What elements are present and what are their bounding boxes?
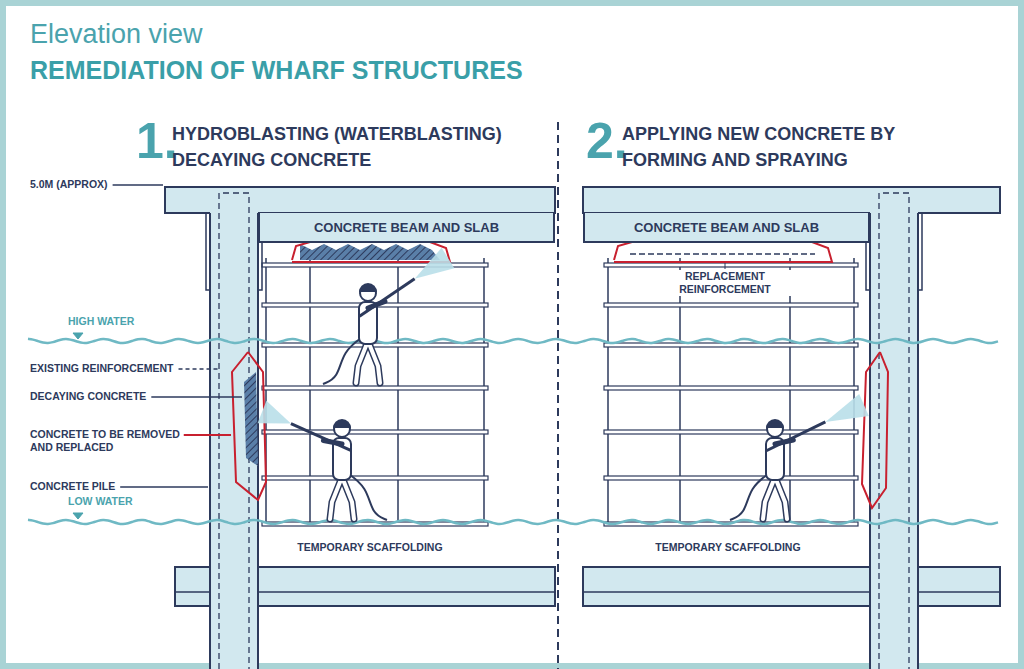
scaffold-plank xyxy=(604,386,858,390)
scaffold-label: TEMPORARY SCAFFOLDING xyxy=(628,541,828,554)
panel-divider xyxy=(557,122,559,669)
beam-edge xyxy=(583,591,1000,593)
worker-helmet xyxy=(333,419,351,428)
concrete-pile xyxy=(870,212,918,669)
deck-slab xyxy=(583,187,1000,213)
subtitle: Elevation view xyxy=(30,18,330,52)
water-line xyxy=(28,339,998,343)
scaffold-plank xyxy=(262,476,488,480)
leader-line xyxy=(151,396,242,398)
pile-cap xyxy=(206,213,210,290)
bottom-beam xyxy=(583,567,1000,606)
worker-leg xyxy=(356,341,368,383)
scaffold-post xyxy=(679,258,681,526)
beam-slab-band: CONCRETE BEAM AND SLAB xyxy=(258,213,555,243)
leader-line xyxy=(113,184,163,186)
worker-leg xyxy=(763,477,775,519)
scaffold-label: TEMPORARY SCAFFOLDING xyxy=(270,541,470,554)
water-spray xyxy=(415,248,455,279)
replacement-reinforcement xyxy=(630,253,815,255)
decaying-concrete xyxy=(300,244,440,260)
worker-leg xyxy=(356,341,368,383)
spray-lance xyxy=(766,422,826,451)
spray-lance xyxy=(291,424,351,451)
worker-figure xyxy=(323,248,454,384)
deck-slab xyxy=(165,187,555,213)
scaffold-post xyxy=(397,258,399,526)
leader-line xyxy=(179,368,218,370)
worker-leg xyxy=(368,341,380,383)
worker-helmet xyxy=(766,419,784,428)
leader-line xyxy=(184,434,231,436)
water-level-marker xyxy=(73,513,83,519)
scaffold-post xyxy=(483,258,485,526)
pile-edge xyxy=(209,213,211,669)
worker-leg xyxy=(775,477,787,519)
scaffold-post xyxy=(789,258,791,526)
callout-label: CONCRETE TO BE REMOVED AND REPLACED xyxy=(30,428,202,454)
scaffold-post xyxy=(309,258,311,526)
worker-leg xyxy=(763,477,775,519)
scaffold-plank xyxy=(262,430,488,434)
scaffold-plank xyxy=(604,476,858,480)
worker-leg xyxy=(368,341,380,383)
removal-outline xyxy=(614,242,832,262)
callout-label: REPLACEMENT REINFORCEMENT xyxy=(650,270,800,296)
removal-outline xyxy=(862,352,888,508)
removal-outline xyxy=(232,352,266,500)
callout-label: CONCRETE PILE xyxy=(30,480,180,493)
scaffold-plank xyxy=(262,263,488,267)
beam-label: CONCRETE BEAM AND SLAB xyxy=(634,220,819,235)
leader-line xyxy=(120,486,208,488)
scaffold-plank xyxy=(604,303,858,307)
step-heading: HYDROBLASTING (WATERBLASTING) DECAYING C… xyxy=(172,121,552,173)
removal-outline xyxy=(292,242,450,262)
reinforcement-dashed xyxy=(879,193,909,669)
worker-leg xyxy=(330,477,342,519)
scaffold-post xyxy=(607,258,609,526)
pile-cap xyxy=(918,213,922,290)
scaffold-plank xyxy=(604,263,858,267)
step-heading: APPLYING NEW CONCRETE BY FORMING AND SPR… xyxy=(622,121,972,173)
water-spray xyxy=(825,394,868,422)
callout-label: EXISTING REINFORCEMENT xyxy=(30,362,205,375)
scaffold-plank xyxy=(604,343,858,347)
worker-figure xyxy=(258,401,387,520)
scaffold-post xyxy=(265,258,267,526)
callout-label: DECAYING CONCRETE xyxy=(30,390,205,403)
spray-lance xyxy=(360,279,415,316)
water-level-label: LOW WATER xyxy=(68,495,188,508)
worker-figure xyxy=(730,394,869,520)
water-spray xyxy=(258,401,291,424)
step-number: 1. xyxy=(136,110,176,173)
worker-leg xyxy=(775,477,787,519)
main-title: REMEDIATION OF WHARF STRUCTURES xyxy=(30,56,523,85)
pile-edge xyxy=(917,213,919,669)
water-level-label: HIGH WATER xyxy=(68,315,188,328)
leader-line xyxy=(725,263,726,269)
water-line xyxy=(28,520,998,524)
beam-label: CONCRETE BEAM AND SLAB xyxy=(314,220,499,235)
step-number: 2. xyxy=(586,110,626,173)
worker-leg xyxy=(342,477,354,519)
page-frame xyxy=(3,3,1021,666)
worker-leg xyxy=(330,477,342,519)
scaffold-plank xyxy=(262,386,488,390)
pile-edge xyxy=(869,213,871,669)
worker-helmet xyxy=(359,283,377,292)
decaying-concrete xyxy=(244,372,258,466)
water-level-marker xyxy=(73,333,83,339)
scaffold-plank xyxy=(604,430,858,434)
worker-leg xyxy=(342,477,354,519)
dimension-label: 5.0M (APPROX) xyxy=(30,178,150,191)
beam-slab-band: CONCRETE BEAM AND SLAB xyxy=(583,213,870,243)
scaffold-post xyxy=(853,258,855,526)
